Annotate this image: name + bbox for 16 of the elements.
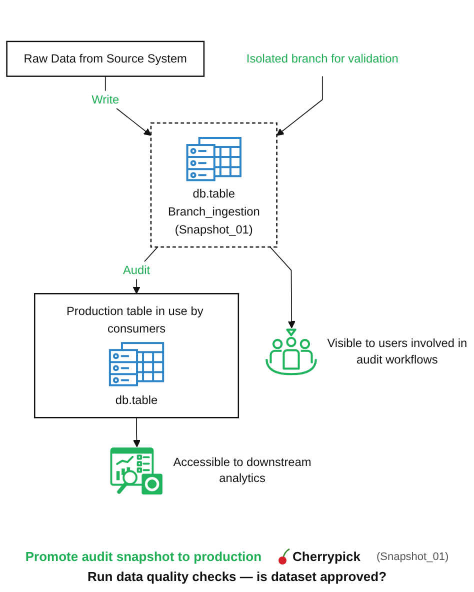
arrow <box>133 417 140 448</box>
node-caption: Accessible to downstream analytics <box>172 454 312 486</box>
note-text: Run data quality checks — is dataset approved? <box>87 569 387 584</box>
edge-label: Write <box>92 92 120 106</box>
node-text: Isolated branch for validation <box>246 52 398 66</box>
node-box: Raw Data from Source System <box>6 40 205 77</box>
node-box: db.table Branch_ingestion (Snapshot_01) <box>150 122 278 248</box>
snapshot-label: (Snapshot_01) <box>376 550 449 562</box>
node-caption: Visible to users involved in audit workflows <box>327 335 468 368</box>
step-label: Cherrypick <box>292 549 360 564</box>
node-person <box>264 328 319 377</box>
arrow <box>276 76 323 136</box>
arrow <box>270 246 296 328</box>
edge-label: Audit <box>122 263 150 277</box>
step-label: Promote audit snapshot to production <box>25 549 262 564</box>
node-picture <box>109 446 164 496</box>
